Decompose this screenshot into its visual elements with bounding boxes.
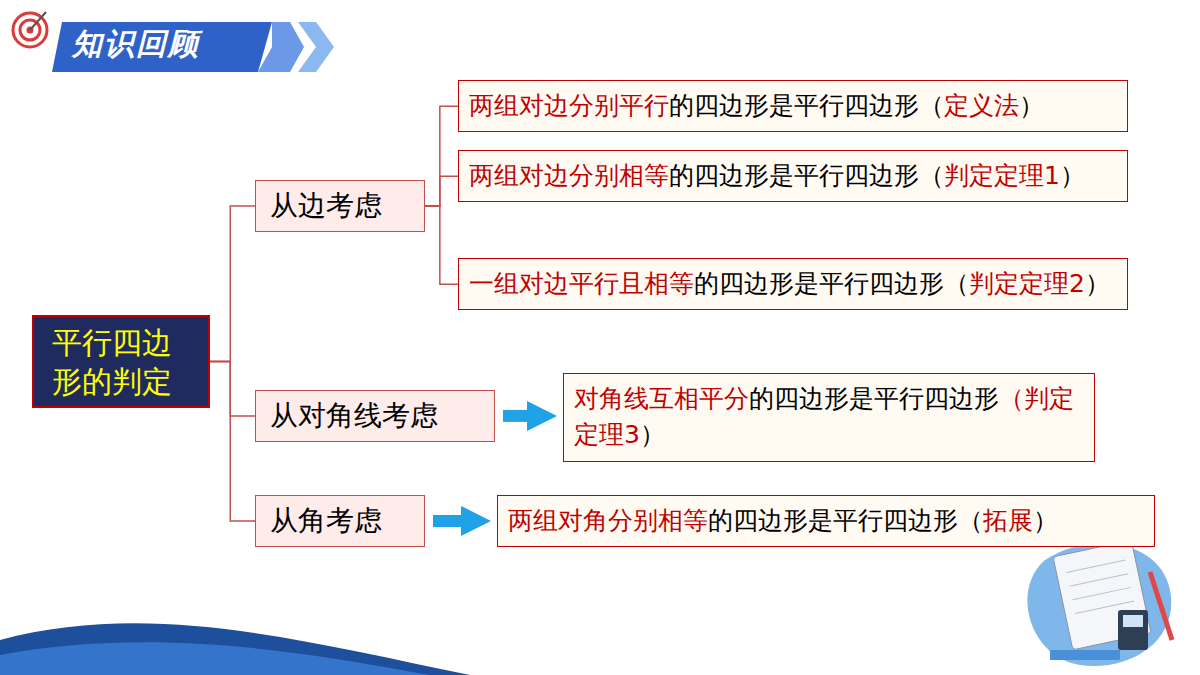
- section-title: 知识回顾: [72, 24, 200, 65]
- rule-text: ）: [1060, 161, 1085, 190]
- node-label: 平行四边形的判定: [52, 325, 172, 399]
- rule-box: 一组对边平行且相等的四边形是平行四边形（判定定理2）: [458, 258, 1128, 310]
- node-label: 从角考虑: [270, 504, 382, 537]
- rule-text: ）: [1085, 269, 1110, 298]
- rule-text: 的四边形是平行四边形（: [669, 91, 944, 120]
- rule-text: 的四边形是平行四边形: [749, 384, 999, 413]
- rule-text: ）: [1019, 91, 1044, 120]
- category-box: 从角考虑: [255, 495, 425, 547]
- rule-text: 判定定理1: [944, 161, 1060, 190]
- rule-text: 两组对角分别相等: [508, 506, 708, 535]
- rule-text: 两组对边分别平行: [469, 91, 669, 120]
- topic-box: 平行四边形的判定: [32, 315, 210, 408]
- block-arrow: [433, 515, 467, 527]
- rule-text: 拓展: [983, 506, 1033, 535]
- bracket-line: [210, 362, 255, 521]
- rule-box: 对角线互相平分的四边形是平行四边形（判定定理3）: [563, 373, 1095, 462]
- bottom-wave: [0, 623, 470, 675]
- title-banner: [52, 22, 334, 72]
- node-label: 从边考虑: [270, 189, 382, 222]
- rule-text: 对角线互相平分: [574, 384, 749, 413]
- rule-text: ）: [640, 420, 665, 449]
- rule-text: ）: [1033, 506, 1058, 535]
- target-icon: [13, 12, 47, 47]
- stationery-illustration: [1027, 540, 1172, 666]
- bracket-line: [425, 176, 458, 206]
- bracket-line: [210, 362, 255, 416]
- bracket-line: [425, 206, 458, 284]
- block-arrow: [503, 410, 533, 422]
- rule-text: 判定定理2: [969, 269, 1085, 298]
- rule-text: 的四边形是平行四边形（: [694, 269, 969, 298]
- rule-box: 两组对角分别相等的四边形是平行四边形（拓展）: [497, 495, 1155, 547]
- rule-box: 两组对边分别相等的四边形是平行四边形（判定定理1）: [458, 150, 1128, 202]
- rule-box: 两组对边分别平行的四边形是平行四边形（定义法）: [458, 80, 1128, 132]
- category-box: 从对角线考虑: [255, 390, 495, 442]
- bracket-line: [425, 106, 458, 206]
- node-label: 从对角线考虑: [270, 399, 438, 432]
- category-box: 从边考虑: [255, 180, 425, 232]
- rule-text: 一组对边平行且相等: [469, 269, 694, 298]
- bracket-line: [210, 206, 255, 362]
- rule-text: 的四边形是平行四边形（: [708, 506, 983, 535]
- rule-text: 定义法: [944, 91, 1019, 120]
- rule-text: 的四边形是平行四边形（: [669, 161, 944, 190]
- rule-text: 两组对边分别相等: [469, 161, 669, 190]
